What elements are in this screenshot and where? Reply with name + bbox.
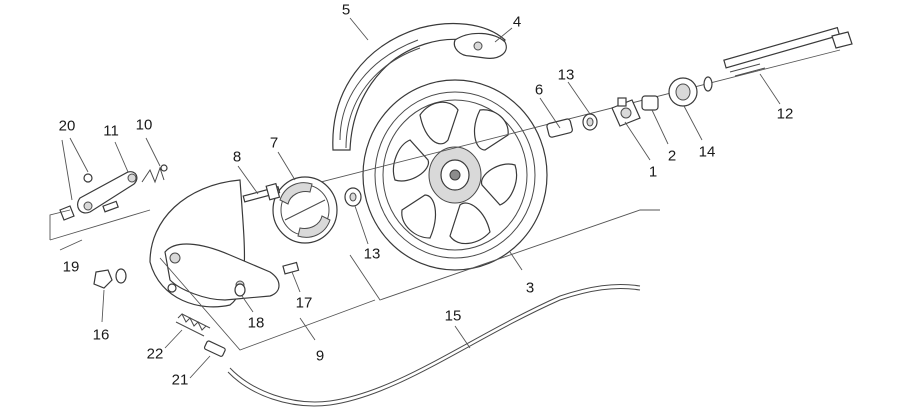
axle-nut (93, 268, 127, 289)
label-12: 12 (776, 105, 794, 123)
label-10: 10 (135, 116, 153, 134)
label-7: 7 (269, 134, 279, 152)
label-6: 6 (534, 81, 544, 99)
label-14: 14 (698, 143, 716, 161)
brake-plate (149, 179, 280, 308)
label-19: 19 (62, 258, 80, 276)
label-4: 4 (512, 13, 522, 31)
brake-lever (59, 171, 138, 221)
brake-shoes (272, 176, 338, 244)
label-13-left: 13 (363, 245, 381, 263)
label-17: 17 (295, 294, 313, 312)
label-18: 18 (247, 314, 265, 332)
axle (723, 26, 853, 77)
speedometer-drive (611, 97, 641, 127)
label-21: 21 (171, 371, 189, 389)
bearing-left (344, 187, 362, 207)
leader-lines (49, 17, 781, 379)
brake-cable (227, 284, 641, 407)
axle-washer (703, 76, 713, 92)
brake-cam (242, 182, 281, 203)
label-9: 9 (315, 347, 325, 365)
adjuster-nut (203, 340, 226, 357)
gear-housing (668, 77, 698, 107)
label-20: 20 (58, 117, 76, 135)
label-8: 8 (232, 148, 242, 166)
label-5: 5 (341, 1, 351, 19)
brake-bush (234, 283, 246, 297)
label-3: 3 (525, 279, 535, 297)
bushing (641, 95, 659, 111)
label-22: 22 (146, 345, 164, 363)
label-2: 2 (667, 147, 677, 165)
bearing-right (582, 113, 598, 131)
return-spring (141, 164, 168, 184)
label-11: 11 (103, 122, 119, 140)
label-15: 15 (444, 307, 462, 325)
rear-wheel (362, 79, 548, 271)
label-1: 1 (648, 163, 658, 181)
adjuster-spring (175, 313, 211, 337)
mudguard (332, 22, 506, 151)
label-13-right: 13 (557, 66, 575, 84)
mudguard-bracket (453, 32, 507, 59)
label-16: 16 (92, 326, 110, 344)
brake-bolt (282, 261, 300, 275)
